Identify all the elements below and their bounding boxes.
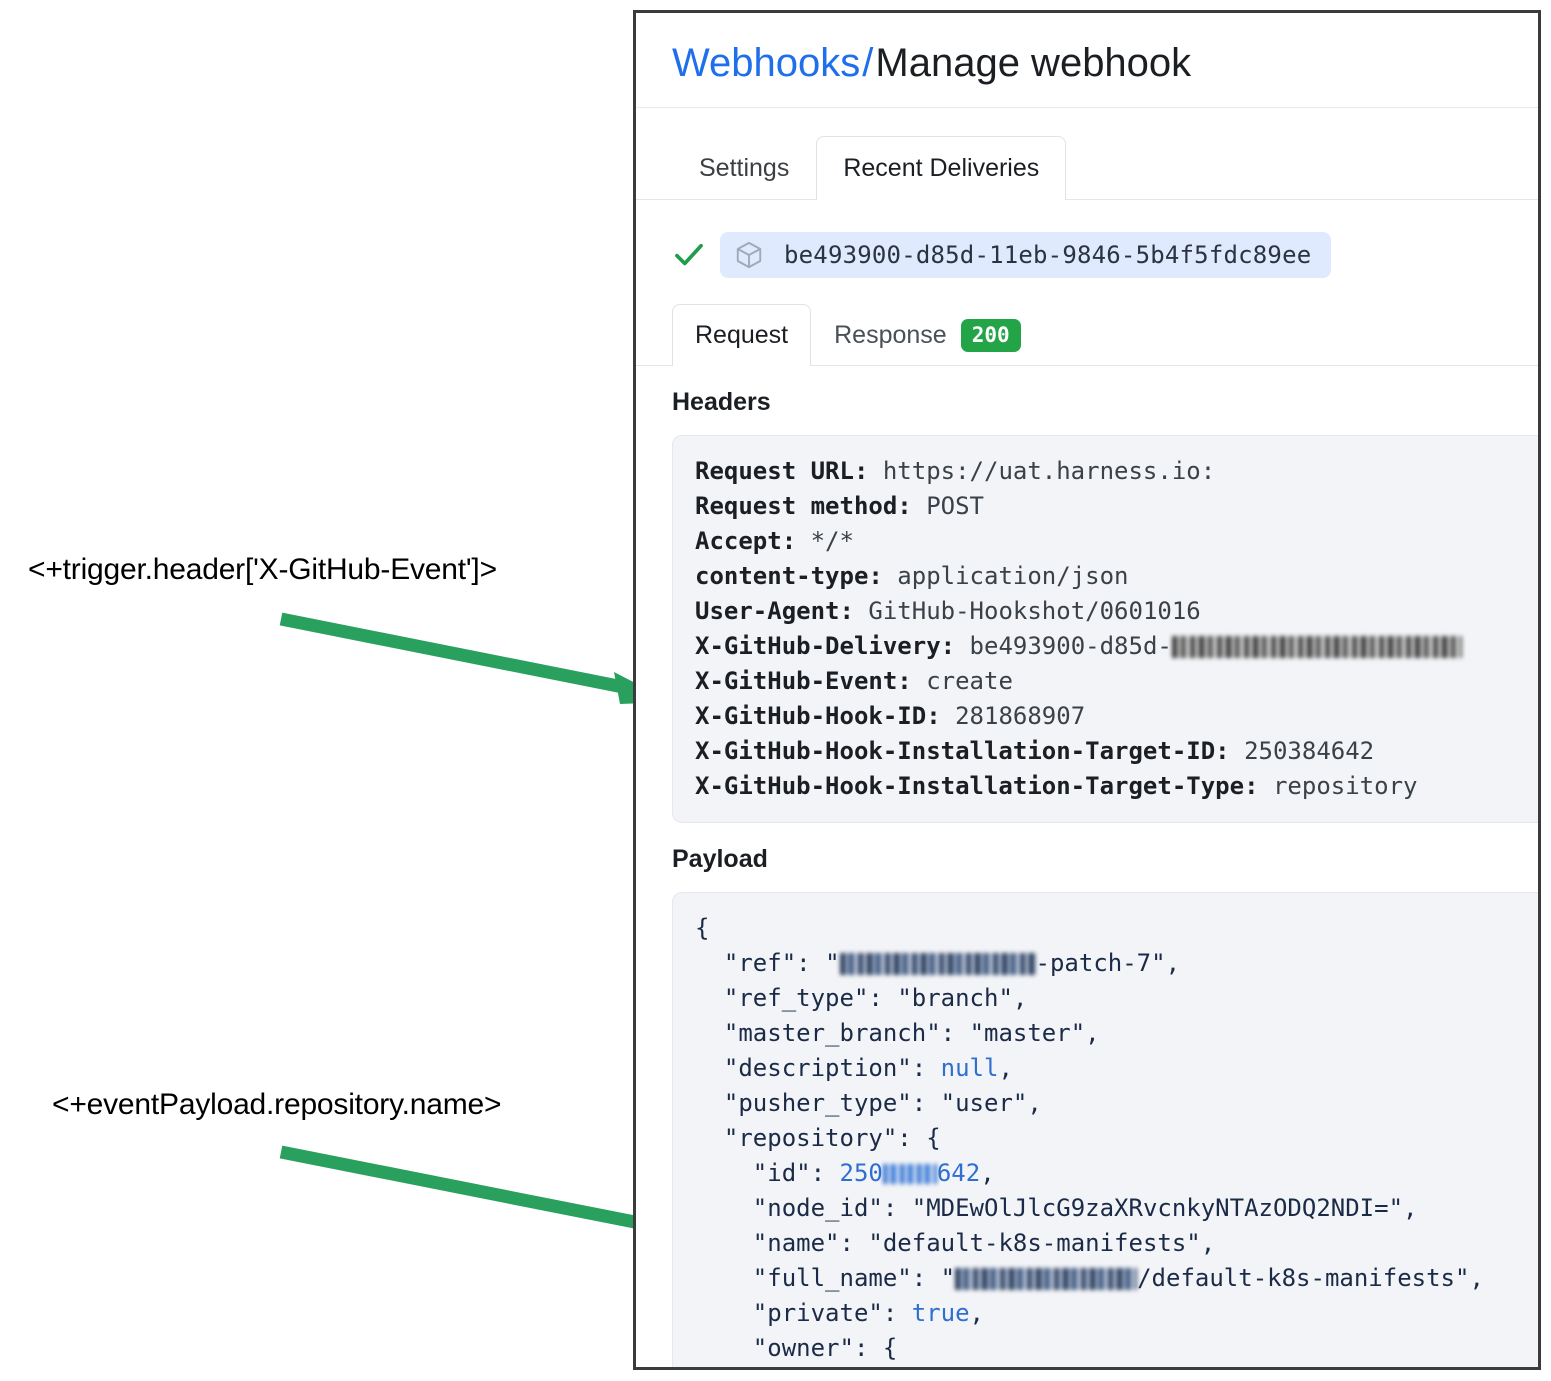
header-line: X-GitHub-Hook-ID: 281868907 [695, 702, 1086, 730]
status-badge: 200 [960, 318, 1021, 353]
payload-line: "node_id": "MDEwOlJlcG9zaXRvcnkyNTAzODQ2… [752, 1194, 1418, 1222]
tab-response-label: Response [834, 321, 947, 349]
tab-request[interactable]: Request [672, 304, 812, 367]
tab-settings[interactable]: Settings [672, 136, 816, 200]
header-line-delivery: X-GitHub-Delivery: be493900-d85d-xxxxxxx… [695, 629, 1538, 664]
title-divider [636, 107, 1538, 108]
tab-response[interactable]: Response 200 [811, 304, 1044, 366]
header-line: X-GitHub-Hook-Installation-Target-Type: … [695, 772, 1418, 800]
payload-line-full-name: "full_name": "xxxxxxxx/default-k8s-manif… [752, 1264, 1484, 1292]
redacted-text: xxxxxxxx [955, 1268, 1138, 1290]
breadcrumb-link-webhooks[interactable]: Webhooks [672, 41, 861, 85]
payload-line-ref: "ref": "xxxxxxxxx-patch-7", [723, 949, 1181, 977]
payload-line-id: "id": 250xxx642, [752, 1159, 995, 1187]
breadcrumb-separator: / [862, 41, 874, 85]
header-line-event: X-GitHub-Event: create [695, 667, 1013, 695]
payload-panel: { "ref": "xxxxxxxxx-patch-7", "ref_type"… [672, 892, 1538, 1367]
payload-line: "pusher_type": "user", [723, 1089, 1042, 1117]
headers-panel: Request URL: https://uat.harness.io: Req… [672, 435, 1538, 823]
payload-heading: Payload [672, 845, 768, 873]
payload-line: { [695, 914, 710, 942]
payload-line-owner: "owner": { [752, 1334, 898, 1362]
delivery-detail-tabs: Request Response 200 [636, 304, 1538, 367]
tab-recent-deliveries[interactable]: Recent Deliveries [816, 136, 1067, 201]
payload-line: "private": true, [752, 1299, 984, 1327]
page-title: Manage webhook [875, 41, 1192, 85]
header-line: content-type: application/json [695, 562, 1129, 590]
payload-line: "description": null, [723, 1054, 1013, 1082]
tab-recent-deliveries-label: Recent Deliveries [843, 154, 1040, 182]
headers-heading: Headers [672, 388, 771, 416]
payload-line: "master_branch": "master", [723, 1019, 1100, 1047]
redacted-text: xxx [882, 1164, 937, 1184]
header-line: Request URL: https://uat.harness.io: [695, 457, 1216, 485]
tab-settings-label: Settings [699, 154, 790, 182]
breadcrumb: Webhooks/Manage webhook [672, 13, 1538, 87]
annotation-payload-expression: <+eventPayload.repository.name> [52, 1088, 502, 1121]
header-line: X-GitHub-Hook-Installation-Target-ID: 25… [695, 737, 1375, 765]
payload-line: "ref_type": "branch", [723, 984, 1028, 1012]
header-line: Request method: POST [695, 492, 984, 520]
cube-icon [736, 241, 762, 269]
delivery-id-badge[interactable]: be493900-d85d-11eb-9846-5b4f5fdc89ee [720, 232, 1332, 278]
annotation-arrow-header [279, 612, 672, 704]
payload-line-repository: "repository": { [723, 1124, 941, 1152]
redacted-text: xxxxxxxxx [839, 953, 1036, 975]
delivery-id-text: be493900-d85d-11eb-9846-5b4f5fdc89ee [784, 241, 1312, 269]
payload-line-name: "name": "default-k8s-manifests", [752, 1229, 1216, 1257]
check-icon [675, 243, 703, 266]
tab-request-label: Request [695, 321, 789, 349]
redacted-text: xxxxxxxxxxxxx [1171, 636, 1462, 658]
annotation-header-expression: <+trigger.header['X-GitHub-Event']> [28, 553, 497, 586]
webhook-detail-card: Webhooks/Manage webhook Settings Recent … [633, 10, 1541, 1370]
delivery-row[interactable]: be493900-d85d-11eb-9846-5b4f5fdc89ee [672, 232, 1538, 278]
header-line: User-Agent: GitHub-Hookshot/0601016 [695, 597, 1201, 625]
webhook-tabs: Settings Recent Deliveries [636, 136, 1538, 201]
header-line: Accept: */* [695, 527, 854, 555]
